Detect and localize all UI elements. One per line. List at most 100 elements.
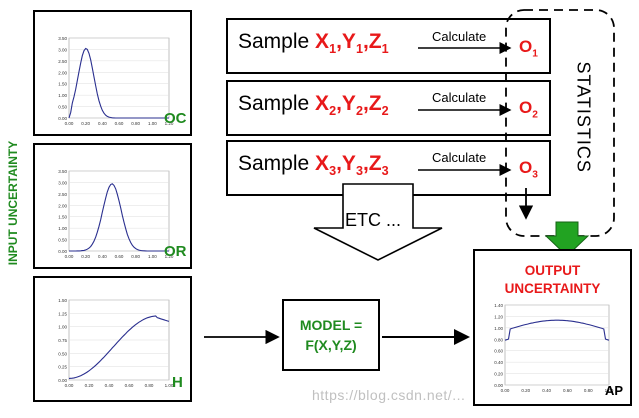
model-box: MODEL = F(X,Y,Z) <box>282 299 380 371</box>
y-tick-label: 2.50 <box>58 59 67 64</box>
sample-word: Sample <box>238 92 310 115</box>
output-label-2: O2 <box>519 98 538 121</box>
y-tick-label: 1.50 <box>58 215 67 220</box>
x-tick-label: 0.60 <box>115 254 124 259</box>
green-down-arrow <box>544 221 590 257</box>
y-tick-label: 1.40 <box>494 303 503 308</box>
x-tick-label: 0.60 <box>563 388 572 393</box>
y-tick-label: 1.50 <box>58 82 67 87</box>
y-tick-label: 1.00 <box>58 325 67 330</box>
x-tick-label: 0.40 <box>105 383 114 388</box>
output-title-line1: OUTPUT <box>524 263 581 278</box>
plot-frame <box>504 304 610 386</box>
x-tick-label: 0.00 <box>65 383 74 388</box>
etc-block-arrow <box>313 183 443 261</box>
y-tick-label: 3.00 <box>58 47 67 52</box>
distribution-chart-h: 1.50 1.25 1.00 0.75 0.50 0.25 0.000.00 0.20 0.40… <box>58 298 174 388</box>
distribution-curve <box>69 183 169 252</box>
y-tick-label: 1.50 <box>58 298 67 303</box>
sample-word: Sample <box>238 152 310 175</box>
x-tick-label: 0.20 <box>85 383 94 388</box>
y-tick-label: 1.20 <box>494 314 503 319</box>
y-tick-label: 0.00 <box>58 249 67 254</box>
y-tick-label: 3.50 <box>58 169 67 174</box>
output-distribution-chart: 1.40 1.20 1.00 0.80 0.60 0.40 0.20 0.000.00 0.20… <box>494 303 614 393</box>
x-tick-label: 0.20 <box>81 254 90 259</box>
distribution-chart-oc: 3.50 3.00 2.50 2.00 1.50 1.00 0.50 0.000.00 0.20… <box>58 36 174 126</box>
x-tick-label: 0.00 <box>501 388 510 393</box>
model-line2: F(X,Y,Z) <box>305 337 357 353</box>
y-tick-label: 0.20 <box>494 372 503 377</box>
y-tick-label: 0.60 <box>494 349 503 354</box>
sample-box-1: Sample X1,Y1,Z1 <box>226 18 551 74</box>
x-tick-label: 0.20 <box>521 388 530 393</box>
x-tick-label: 0.20 <box>81 121 90 126</box>
x-tick-label: 0.60 <box>115 121 124 126</box>
sample-text-1: Sample X1,Y1,Z1 <box>238 30 389 56</box>
y-tick-label: 1.00 <box>494 326 503 331</box>
x-tick-label: 0.00 <box>65 121 74 126</box>
x-tick-label: 0.40 <box>98 254 107 259</box>
x-tick-label: 1.00 <box>148 121 157 126</box>
y-tick-label: 0.00 <box>58 116 67 121</box>
distribution-label-h: H <box>172 374 183 391</box>
distribution-chart-or: 3.50 3.00 2.50 2.00 1.50 1.00 0.50 0.000.00 0.20… <box>58 169 174 259</box>
output-title-line2: UNCERTAINTY <box>504 281 601 296</box>
x-tick-label: 0.00 <box>65 254 74 259</box>
y-tick-label: 2.00 <box>58 70 67 75</box>
sample-vars: X1,Y1,Z1 <box>315 30 389 57</box>
calculate-label-2: Calculate <box>432 90 487 105</box>
sample-vars: X3,Y3,Z3 <box>315 152 389 179</box>
y-tick-label: 2.00 <box>58 203 67 208</box>
x-tick-label: 1.00 <box>605 388 614 393</box>
y-tick-label: 0.80 <box>494 337 503 342</box>
distribution-curve <box>68 315 170 379</box>
output-label-ap: AP <box>605 383 624 398</box>
y-tick-label: 0.50 <box>58 351 67 356</box>
statistics-dashed-box <box>505 9 615 237</box>
sample-box-2: Sample X2,Y2,Z2 <box>226 80 551 136</box>
y-tick-label: 2.50 <box>58 192 67 197</box>
y-tick-label: 0.00 <box>494 383 503 388</box>
y-tick-label: 0.00 <box>58 378 67 383</box>
x-tick-label: 1.00 <box>148 254 157 259</box>
x-tick-label: 0.80 <box>145 383 154 388</box>
y-tick-label: 3.00 <box>58 180 67 185</box>
calculate-label-3: Calculate <box>432 150 487 165</box>
x-tick-label: 0.40 <box>542 388 551 393</box>
y-tick-label: 1.00 <box>58 93 67 98</box>
watermark-text: https://blog.csdn.net/... <box>312 387 466 403</box>
x-tick-label: 0.80 <box>131 254 140 259</box>
output-label-1: O1 <box>519 37 538 60</box>
sample-text-3: Sample X3,Y3,Z3 <box>238 152 389 178</box>
output-uncertainty-title: OUTPUT UNCERTAINTY <box>473 262 632 298</box>
y-tick-label: 0.25 <box>58 365 67 370</box>
x-tick-label: 1.00 <box>165 383 174 388</box>
sample-vars: X2,Y2,Z2 <box>315 92 389 119</box>
etc-label: ETC ... <box>345 210 402 230</box>
x-tick-label: 1.20 <box>165 254 174 259</box>
y-tick-label: 3.50 <box>58 36 67 41</box>
y-tick-label: 0.50 <box>58 238 67 243</box>
distribution-label-oc: OC <box>164 110 187 127</box>
statistics-label: STATISTICS <box>573 61 594 173</box>
distribution-curve <box>504 319 610 341</box>
model-line1: MODEL = <box>299 317 363 333</box>
x-tick-label: 0.80 <box>584 388 593 393</box>
sample-text-2: Sample X2,Y2,Z2 <box>238 92 389 118</box>
distribution-curve <box>68 47 169 119</box>
y-tick-label: 1.25 <box>58 311 67 316</box>
y-tick-label: 0.50 <box>58 105 67 110</box>
x-tick-label: 0.40 <box>98 121 107 126</box>
y-tick-label: 1.00 <box>58 226 67 231</box>
x-tick-label: 0.60 <box>125 383 134 388</box>
x-tick-label: 1.20 <box>165 121 174 126</box>
distribution-label-or: OR <box>164 243 187 260</box>
output-label-3: O3 <box>519 158 538 181</box>
y-tick-label: 0.75 <box>58 338 67 343</box>
